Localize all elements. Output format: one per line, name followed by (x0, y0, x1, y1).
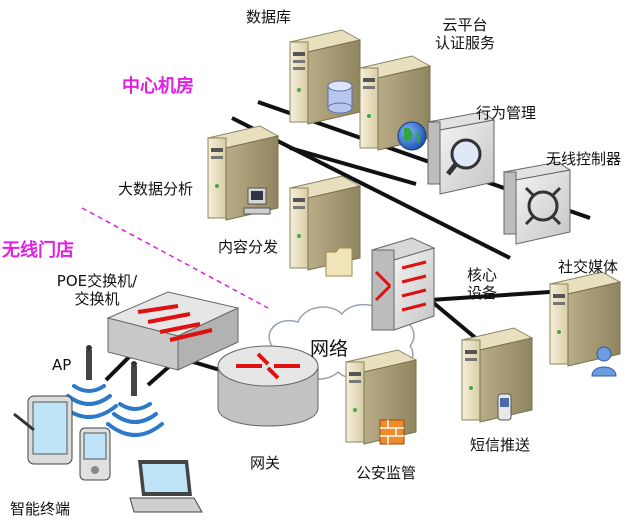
label-terminals: 智能终端 (10, 500, 71, 518)
zone-label-center: 中心机房 (122, 76, 194, 97)
label-ap: AP (52, 356, 72, 374)
zone-label-store: 无线门店 (2, 240, 74, 261)
poe-switch-device (106, 291, 240, 371)
label-police: 公安监管 (356, 464, 417, 482)
label-core: 核心 设备 (464, 266, 500, 302)
label-poe-line2: 交换机 (74, 290, 120, 308)
label-behavior: 行为管理 (476, 104, 537, 122)
database-cylinder-icon (327, 80, 353, 114)
tablet-device-icon (13, 395, 73, 465)
core-switch-device (370, 237, 436, 331)
server-database (288, 29, 362, 125)
label-poe-switch: POE交换机/ 交换机 (42, 272, 152, 308)
server-social (548, 271, 622, 367)
gateway-router-device (217, 345, 319, 427)
label-cloud-auth-line2: 认证服务 (434, 34, 495, 52)
label-core-line1: 核心 (466, 266, 497, 284)
server-sms (460, 327, 534, 423)
label-social: 社交媒体 (558, 258, 619, 276)
access-point-antenna-icon (86, 345, 137, 396)
label-network: 网络 (310, 338, 349, 360)
label-cloud-auth: 云平台 认证服务 (420, 16, 510, 52)
label-database: 数据库 (246, 8, 292, 26)
zone-separator-line (81, 207, 269, 309)
label-content: 内容分发 (218, 238, 279, 256)
behavior-management-device (426, 111, 496, 195)
desktop-computer-icon (243, 187, 271, 215)
label-poe-line1: POE交换机/ (56, 272, 138, 290)
label-core-line2: 设备 (466, 284, 497, 302)
label-sms: 短信推送 (470, 436, 531, 454)
wifi-signal-icon (60, 384, 164, 437)
label-gateway: 网关 (250, 454, 281, 472)
user-icon (591, 346, 617, 377)
mobile-phone-icon (497, 393, 512, 421)
server-cloud-auth (358, 55, 432, 151)
label-wireless-controller: 无线控制器 (546, 150, 622, 168)
firewall-icon (379, 419, 405, 445)
laptop-device-icon (129, 460, 203, 513)
label-bigdata: 大数据分析 (118, 180, 194, 198)
globe-icon (397, 121, 427, 151)
label-cloud-auth-line1: 云平台 (442, 16, 488, 34)
folder-icon (325, 247, 353, 277)
pda-device-icon (79, 427, 111, 481)
wireless-controller-device (502, 161, 572, 245)
server-bigdata (206, 125, 280, 221)
